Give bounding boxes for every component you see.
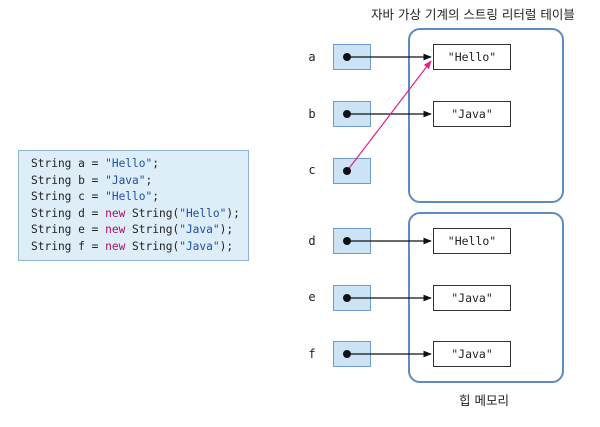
ref-dot-e bbox=[343, 294, 351, 302]
code-line: String c = "Hello"; bbox=[31, 189, 248, 206]
ref-dot-f bbox=[343, 350, 351, 358]
code-token: ; bbox=[152, 190, 159, 203]
code-token: ; bbox=[145, 173, 153, 187]
code-token: ); bbox=[219, 223, 234, 236]
string-object-heap-java-f: "Java" bbox=[433, 341, 511, 367]
var-label-c: c bbox=[308, 163, 316, 177]
string-object-heap-java-e: "Java" bbox=[433, 285, 511, 311]
code-token: String d = bbox=[31, 206, 106, 220]
arrow-c bbox=[346, 60, 432, 172]
literal-table-region bbox=[408, 28, 564, 203]
keyword-token: new bbox=[105, 223, 126, 236]
code-token: String( bbox=[125, 223, 180, 236]
heap-title: 힙 메모리 bbox=[459, 393, 509, 408]
code-token: ; bbox=[152, 157, 159, 170]
ref-dot-c bbox=[343, 167, 351, 175]
ref-dot-b bbox=[343, 110, 351, 118]
string-object-literal-hello: "Hello" bbox=[433, 44, 511, 70]
ref-dot-d bbox=[343, 237, 351, 245]
string-literal-token: "Hello" bbox=[105, 157, 153, 170]
code-line: String a = "Hello"; bbox=[31, 156, 248, 173]
string-literal-token: "Hello" bbox=[179, 206, 227, 220]
code-line: String f = new String("Java"); bbox=[31, 239, 248, 256]
string-literal-token: "Java" bbox=[179, 239, 220, 253]
literal-table-title: 자바 가상 기계의 스트링 리터럴 테이블 bbox=[371, 7, 575, 22]
string-literal-token: "Hello" bbox=[105, 190, 153, 203]
code-token: String( bbox=[125, 239, 180, 253]
string-literal-token: "Java" bbox=[179, 223, 220, 236]
string-literal-token: "Java" bbox=[105, 173, 146, 187]
code-token: ); bbox=[226, 206, 240, 220]
ref-box-c bbox=[333, 158, 371, 184]
var-label-e: e bbox=[308, 290, 316, 304]
code-token: String e = bbox=[31, 223, 106, 236]
code-line: String b = "Java"; bbox=[31, 173, 248, 190]
code-token: ); bbox=[219, 239, 234, 253]
var-label-a: a bbox=[308, 50, 316, 64]
string-object-literal-java: "Java" bbox=[433, 101, 511, 127]
code-line: String d = new String("Hello"); bbox=[31, 206, 248, 223]
var-label-f: f bbox=[308, 347, 316, 361]
keyword-token: new bbox=[105, 206, 126, 220]
ref-dot-a bbox=[343, 53, 351, 61]
var-label-b: b bbox=[308, 107, 316, 121]
code-token: String a = bbox=[31, 157, 106, 170]
code-panel: String a = "Hello"; String b = "Java"; S… bbox=[18, 150, 249, 261]
code-token: String( bbox=[125, 206, 180, 220]
code-token: String b = bbox=[31, 173, 106, 187]
string-object-heap-hello: "Hello" bbox=[433, 228, 511, 254]
keyword-token: new bbox=[105, 239, 126, 253]
code-token: String f = bbox=[31, 239, 106, 253]
code-token: String c = bbox=[31, 190, 106, 203]
code-line: String e = new String("Java"); bbox=[31, 222, 248, 239]
var-label-d: d bbox=[308, 234, 316, 248]
